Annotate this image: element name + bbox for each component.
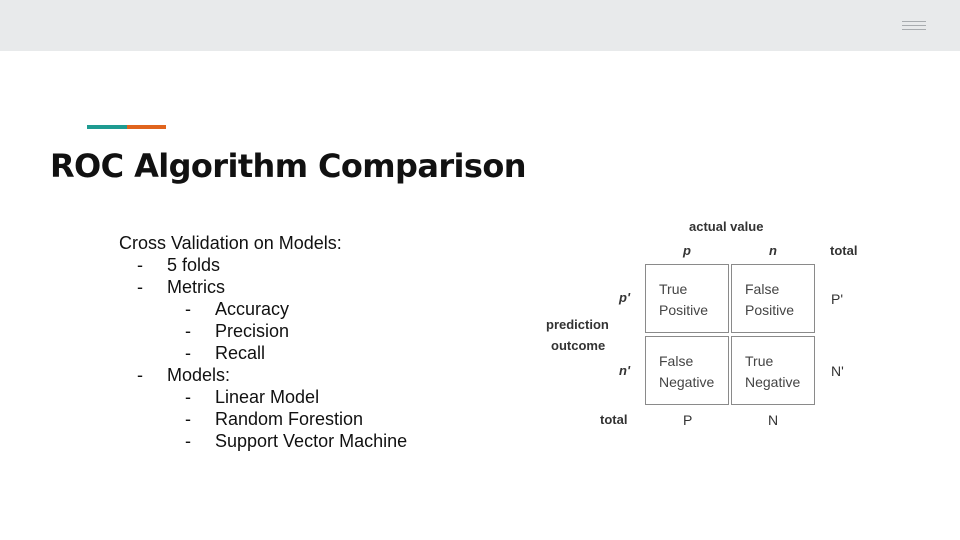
cell-true-positive: True Positive	[645, 264, 729, 333]
cell-false-positive: False Positive	[731, 264, 815, 333]
top-bar	[0, 0, 960, 51]
list-item-text: Accuracy	[215, 299, 290, 319]
hamburger-menu-icon[interactable]	[902, 21, 926, 31]
dash: -	[137, 277, 143, 297]
list-item-text: Random Forestion	[215, 409, 364, 429]
row-total-n: N'	[831, 363, 844, 379]
col-total-n: N	[768, 412, 779, 428]
list-item-text: Recall	[215, 343, 266, 363]
row-header-n: n'	[619, 363, 631, 378]
dash: -	[137, 365, 143, 385]
accent-orange	[127, 125, 166, 129]
dash: -	[185, 387, 191, 407]
cell-line: False	[745, 281, 780, 297]
col-header-total: total	[830, 243, 858, 258]
outcome-label: outcome	[551, 338, 606, 353]
cell-line: True	[659, 281, 688, 297]
dash: -	[185, 409, 191, 429]
list-item-text: Linear Model	[215, 387, 320, 407]
col-header-p: p	[683, 243, 691, 258]
bullet-heading-text: Cross Validation on Models:	[119, 233, 342, 253]
dash: -	[185, 299, 191, 319]
row-header-total: total	[600, 412, 628, 427]
accent-teal	[87, 125, 127, 129]
row-header-p: p'	[619, 290, 631, 305]
cell-false-negative: False Negative	[645, 336, 729, 405]
dash: -	[185, 431, 191, 451]
cell-line: Positive	[745, 302, 795, 318]
accent-bar	[87, 125, 166, 129]
cell-line: Negative	[745, 374, 801, 390]
confusion-matrix-image: actual value p n total p' prediction out…	[540, 210, 880, 440]
cell-line: False	[659, 353, 694, 369]
col-header-n: n	[769, 243, 777, 258]
list-item-text: Models:	[167, 365, 231, 385]
prediction-label: prediction	[546, 317, 609, 332]
cell-line: Positive	[659, 302, 709, 318]
col-total-p: P	[683, 412, 693, 428]
list-item-text: Precision	[215, 321, 290, 341]
list-item-text: Support Vector Machine	[215, 431, 408, 451]
slide-title: ROC Algorithm Comparison	[50, 147, 526, 185]
row-total-p: P'	[831, 291, 844, 307]
list-item-text: 5 folds	[167, 255, 221, 275]
dash: -	[185, 343, 191, 363]
cell-line: True	[745, 353, 774, 369]
cell-true-negative: True Negative	[731, 336, 815, 405]
actual-value-label: actual value	[689, 219, 764, 234]
list-item-text: Metrics	[167, 277, 225, 297]
dash: -	[137, 255, 143, 275]
dash: -	[185, 321, 191, 341]
cell-line: Negative	[659, 374, 715, 390]
